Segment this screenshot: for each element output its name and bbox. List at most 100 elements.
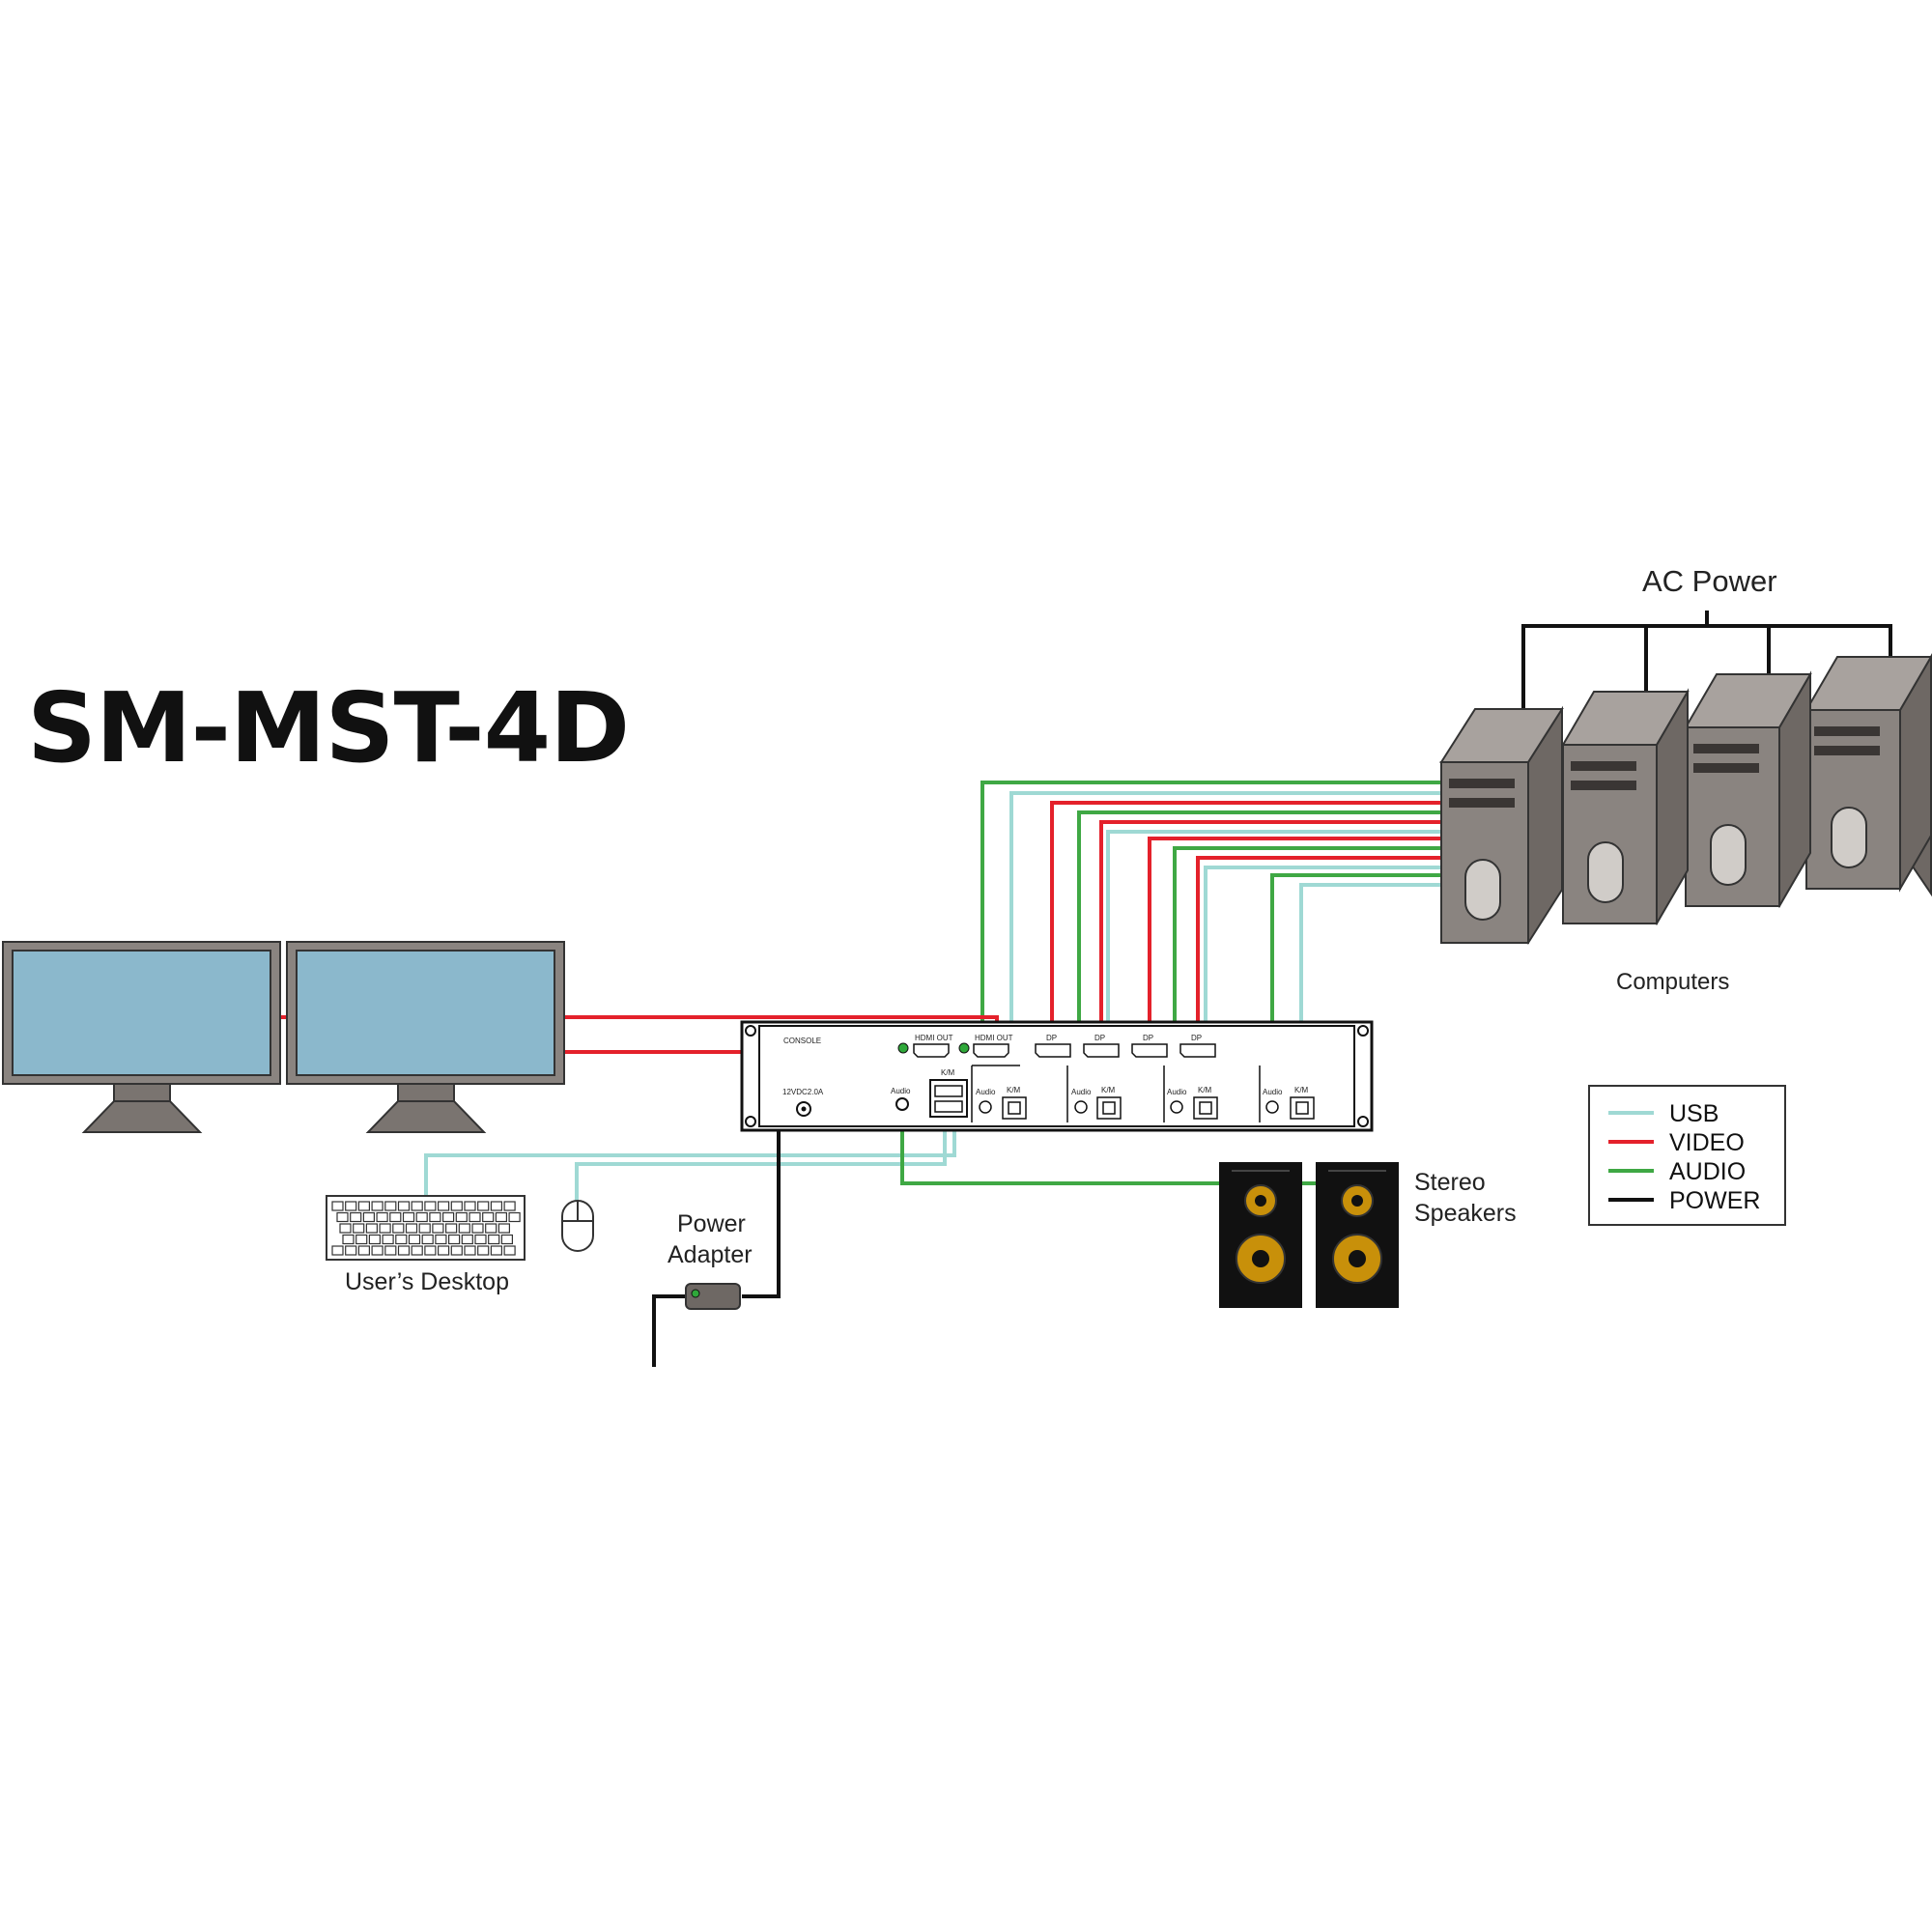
keyboard-key	[471, 1223, 484, 1234]
km-label-2: K/M	[1101, 1086, 1116, 1094]
km-label-4: K/M	[1294, 1086, 1309, 1094]
km-label-3: K/M	[1198, 1086, 1212, 1094]
power-adapter-led	[691, 1289, 700, 1298]
keyboard-key	[482, 1211, 495, 1223]
keyboard-key	[371, 1201, 384, 1211]
usb-cable-mouse	[575, 1114, 947, 1201]
hdmi-out-label-1: HDMI OUT	[915, 1034, 953, 1042]
keyboard-key	[490, 1201, 502, 1211]
keyboard-key	[490, 1245, 502, 1256]
audio-jack-1	[979, 1100, 992, 1114]
keyboard-key	[438, 1245, 450, 1256]
legend-label-usb: USB	[1669, 1100, 1719, 1127]
keyboard-key	[405, 1223, 418, 1234]
audio-cable-pc3	[1173, 846, 1441, 1087]
km-label-1: K/M	[1007, 1086, 1021, 1094]
keyboard-key	[458, 1223, 470, 1234]
ac-power-bus	[1521, 611, 1892, 709]
keyboard-key	[350, 1211, 362, 1223]
keyboard-key	[461, 1234, 473, 1245]
keyboard-key	[336, 1211, 349, 1223]
video-cable-pc4	[1196, 856, 1441, 1030]
keyboard-key	[497, 1223, 511, 1234]
legend-label-video: VIDEO	[1669, 1129, 1745, 1156]
legend-label-audio: AUDIO	[1669, 1158, 1746, 1185]
audio-label-2: Audio	[1071, 1088, 1092, 1096]
keyboard-key	[384, 1245, 397, 1256]
audio-cable-pc4	[1270, 873, 1441, 1087]
keyboard-key	[455, 1211, 468, 1223]
keyboard-key	[477, 1245, 490, 1256]
power-input-label: 12VDC2.0A	[782, 1088, 824, 1096]
video-cable-pc3	[1148, 837, 1441, 1030]
monitor-left	[2, 941, 281, 1133]
keyboard-key	[345, 1201, 357, 1211]
keyboard-key	[365, 1223, 378, 1234]
led-1	[897, 1042, 909, 1054]
audio-jack-4	[1265, 1100, 1279, 1114]
dp-port-4	[1179, 1043, 1216, 1058]
keyboard-key	[495, 1211, 508, 1223]
monitor-right	[286, 941, 565, 1133]
keyboard-key	[474, 1234, 487, 1245]
dp-label-4: DP	[1191, 1034, 1202, 1042]
keyboard-key	[357, 1245, 370, 1256]
dp-port-2	[1083, 1043, 1120, 1058]
keyboard-key	[464, 1201, 476, 1211]
power-cable	[742, 1109, 804, 1298]
keyboard-key	[353, 1223, 365, 1234]
dp-port-1	[1035, 1043, 1071, 1058]
keyboard-key	[371, 1245, 384, 1256]
usb-cable-pc4	[1299, 883, 1441, 1087]
usb-cable-pc3	[1204, 866, 1441, 1087]
keyboard-key	[397, 1245, 411, 1256]
keyboard-key	[488, 1234, 500, 1245]
keyboard-key	[382, 1234, 394, 1245]
pc-port-group-4	[1265, 1096, 1315, 1120]
ac-power-label: AC Power	[1642, 564, 1777, 598]
speaker-left	[1219, 1162, 1302, 1308]
audio-jack-3	[1170, 1100, 1183, 1114]
keyboard-key	[469, 1211, 481, 1223]
keyboard-key	[442, 1211, 455, 1223]
keyboard-key	[357, 1201, 370, 1211]
pc-port-group-2	[1074, 1096, 1122, 1120]
computer-cable-bundle	[980, 781, 1441, 1087]
dp-port-3	[1131, 1043, 1168, 1058]
audio-cable-pc1	[980, 781, 1441, 1087]
keyboard-key	[368, 1234, 381, 1245]
console-audio-jack	[895, 1097, 909, 1111]
pc-port-group-1	[979, 1096, 1027, 1120]
keyboard-key	[362, 1211, 375, 1223]
computer-tower-4	[1804, 653, 1932, 897]
dp-ports	[1035, 1043, 1216, 1058]
keyboard-key	[392, 1223, 405, 1234]
power-cord-wall	[652, 1294, 688, 1367]
console-audio-label: Audio	[891, 1087, 911, 1095]
keyboard-key	[435, 1234, 447, 1245]
audio-label-3: Audio	[1167, 1088, 1187, 1096]
usb-cable-pc2	[1106, 830, 1441, 1087]
keyboard-key	[450, 1201, 463, 1211]
stereo-speakers-label-line1: Stereo	[1414, 1169, 1486, 1196]
computer-tower-2	[1561, 688, 1690, 926]
audio-label-4: Audio	[1263, 1088, 1283, 1096]
keyboard-key	[331, 1201, 344, 1211]
keyboard-key	[402, 1211, 415, 1223]
keyboard-key	[438, 1201, 450, 1211]
keyboard-key	[395, 1234, 408, 1245]
keyboard-key	[464, 1245, 476, 1256]
keyboard-key	[331, 1245, 344, 1256]
dp-label-2: DP	[1094, 1034, 1105, 1042]
computer-tower-3	[1684, 670, 1812, 909]
dp-label-1: DP	[1046, 1034, 1057, 1042]
page-title: SM-MST-4D	[27, 671, 629, 784]
power-adapter-label-line2: Adapter	[668, 1241, 753, 1268]
panel-screws	[745, 1025, 1369, 1127]
video-cable-pc2	[1099, 820, 1441, 1030]
keyboard-key	[418, 1223, 431, 1234]
keyboard-key	[384, 1201, 397, 1211]
users-desktop-label: User’s Desktop	[345, 1268, 509, 1295]
